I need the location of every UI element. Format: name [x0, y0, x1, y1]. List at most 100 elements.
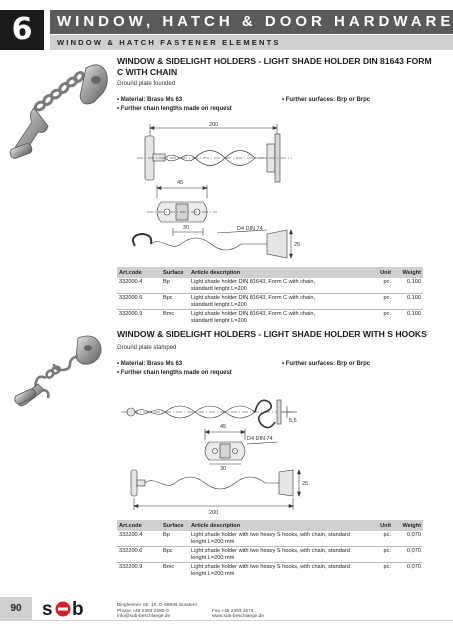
col-surface: Surface	[161, 267, 189, 278]
col-art-code: Art.code	[117, 520, 161, 531]
section-note-form-c: Ground plate founded	[117, 81, 176, 87]
desc-line-2: lenght L=200 mm	[191, 538, 235, 545]
bullet-surfaces: • Further surfaces: Brp or Brpc	[282, 361, 371, 367]
dim-pin: D4 DIN 74	[247, 436, 273, 442]
dim-45: 45	[220, 424, 226, 430]
dim-25: 25	[294, 242, 300, 248]
desc-line-2: lenght L=200 mm	[191, 570, 235, 577]
page-subtitle: WINDOW & HATCH FASTENER ELEMENTS	[50, 35, 453, 50]
col-weight: Weight	[393, 267, 423, 278]
table-row: 332200.4 Bp Light shade holder with two …	[117, 531, 423, 548]
cell-code: 332000.9	[119, 311, 143, 318]
footer-divider	[32, 620, 453, 621]
footer-web[interactable]: www.sub-beschlaege.de	[212, 614, 264, 620]
cell-code: 332000.6	[117, 293, 161, 311]
cell-surface: Bmc	[163, 311, 175, 318]
cell-unit: pc.	[369, 278, 393, 295]
bullet-chain-length: • Further chain lengths made on request	[117, 106, 232, 112]
col-description: Article description	[189, 520, 369, 531]
cell-weight: 0,070	[393, 546, 423, 564]
cell-code: 332200.9	[119, 564, 143, 571]
cell-desc: Light shade holder with two heavy S hook…	[189, 546, 369, 564]
dim-5-5: 5,5	[289, 418, 297, 424]
dim-30: 30	[220, 466, 226, 472]
bullet-material: • Material: Brass Ms 63	[117, 97, 183, 103]
footer-street: Bingheimer Str. 10, D-59846 Sundern	[117, 603, 197, 608]
footer-fax: Fax +49 2393 1074	[212, 608, 254, 614]
dim-total: 200	[209, 510, 218, 516]
article-table-form-c: Art.code Surface Article description Uni…	[117, 267, 423, 326]
technical-drawing-s-hooks: 45 D4 DIN 74 5,5 30 25 200	[121, 399, 308, 516]
page-number: 90	[0, 597, 32, 621]
cell-surface: Bp	[161, 278, 189, 295]
desc-line-2: standard lenght L=200	[191, 285, 247, 292]
desc-line-1: Light shade holder with two heavy S hook…	[191, 532, 350, 538]
col-art-code: Art.code	[117, 267, 161, 278]
footer-phone: Phone +49 2393 2280-0	[117, 608, 169, 614]
dim-total: 200	[209, 122, 218, 128]
product-photo-s-hook-holder	[14, 335, 102, 407]
table-row: 332000.4 Bp Light shade holder DIN 81643…	[117, 278, 423, 295]
col-unit: Unit	[369, 267, 393, 278]
chapter-number: 6	[0, 10, 44, 50]
footer-email[interactable]: info@sub-beschlaege.de	[117, 614, 171, 620]
cell-weight: 0,100	[393, 278, 423, 295]
cell-weight: 0,070	[407, 564, 421, 571]
col-weight: Weight	[393, 520, 423, 531]
cell-surface: Bpc	[161, 293, 189, 311]
svg-text:b: b	[72, 599, 84, 620]
cell-code: 332200.4	[117, 531, 161, 548]
cell-code: 332000.4	[117, 278, 161, 295]
section-note-s-hooks: Ground plate stamped	[117, 345, 177, 351]
cell-unit: pc.	[369, 293, 393, 311]
dim-25: 25	[302, 481, 308, 487]
cell-desc: Light shade holder DIN 81643, Form C wit…	[189, 293, 369, 311]
col-surface: Surface	[161, 520, 189, 531]
company-logo: s b	[42, 599, 84, 620]
col-description: Article description	[189, 267, 369, 278]
desc-line-2: standard lenght L=200	[191, 317, 247, 324]
cell-desc: Light shade holder with two heavy S hook…	[189, 531, 369, 548]
col-unit: Unit	[369, 520, 393, 531]
cell-weight: 0,100	[407, 311, 421, 318]
cell-weight: 0,070	[393, 531, 423, 548]
footer-contact: Fax +49 2393 1074 www.sub-beschlaege.de	[212, 609, 264, 620]
cell-unit: pc.	[369, 531, 393, 548]
cell-code: 332200.6	[117, 546, 161, 564]
table-row: 332200.9 Bmc Light shade holder with two…	[117, 563, 423, 579]
desc-line-2: lenght L=200 mm	[191, 554, 235, 561]
table-row: 332000.6 Bpc Light shade holder DIN 8164…	[117, 293, 423, 311]
cell-surface: Bpc	[161, 546, 189, 564]
dim-45: 45	[177, 180, 183, 186]
technical-drawing-form-c: 200 45 30 D4 DIN 74 25	[132, 122, 300, 259]
svg-text:s: s	[42, 599, 53, 620]
bullet-material: • Material: Brass Ms 63	[117, 361, 183, 367]
section-title-form-c: WINDOW & SIDELIGHT HOLDERS - LIGHT SHADE…	[117, 56, 432, 77]
cell-weight: 0,100	[393, 293, 423, 311]
product-photo-chain-holder	[9, 64, 108, 159]
cell-desc: Light shade holder with two heavy S hook…	[189, 563, 369, 579]
footer-address: Bingheimer Str. 10, D-59846 Sundern Phon…	[117, 603, 197, 620]
table-header: Art.code Surface Article description Uni…	[117, 267, 423, 278]
desc-line-1: Light shade holder DIN 81643, Form C wit…	[191, 279, 316, 285]
desc-line-2: standard lenght L=200	[191, 301, 247, 308]
desc-line-1: Light shade holder DIN 81643, Form C wit…	[191, 295, 316, 302]
bullet-surfaces: • Further surfaces: Brp or Brpc	[282, 97, 371, 103]
desc-line-1: Light shade holder DIN 81643, Form C wit…	[191, 311, 316, 318]
article-table-s-hooks: Art.code Surface Article description Uni…	[117, 520, 423, 579]
section-title-s-hooks: WINDOW & SIDELIGHT HOLDERS - LIGHT SHADE…	[117, 329, 427, 339]
bullet-chain-length: • Further chain lengths made on request	[117, 370, 232, 376]
desc-line-1: Light shade holder with two heavy S hook…	[191, 564, 350, 571]
cell-unit: pc.	[383, 311, 391, 318]
table-header: Art.code Surface Article description Uni…	[117, 520, 423, 531]
dim-30: 30	[183, 225, 189, 231]
page-title: WINDOW, HATCH & DOOR HARDWARE	[50, 10, 453, 34]
cell-unit: pc.	[383, 564, 391, 571]
table-row: 332200.6 Bpc Light shade holder with two…	[117, 546, 423, 564]
cell-surface: Bp	[161, 531, 189, 548]
desc-line-1: Light shade holder with two heavy S hook…	[191, 548, 350, 555]
cell-desc: Light shade holder DIN 81643, Form C wit…	[189, 278, 369, 295]
cell-desc: Light shade holder DIN 81643, Form C wit…	[189, 310, 369, 326]
cell-surface: Bmc	[163, 564, 175, 571]
dim-pin: D4 DIN 74	[237, 226, 263, 232]
